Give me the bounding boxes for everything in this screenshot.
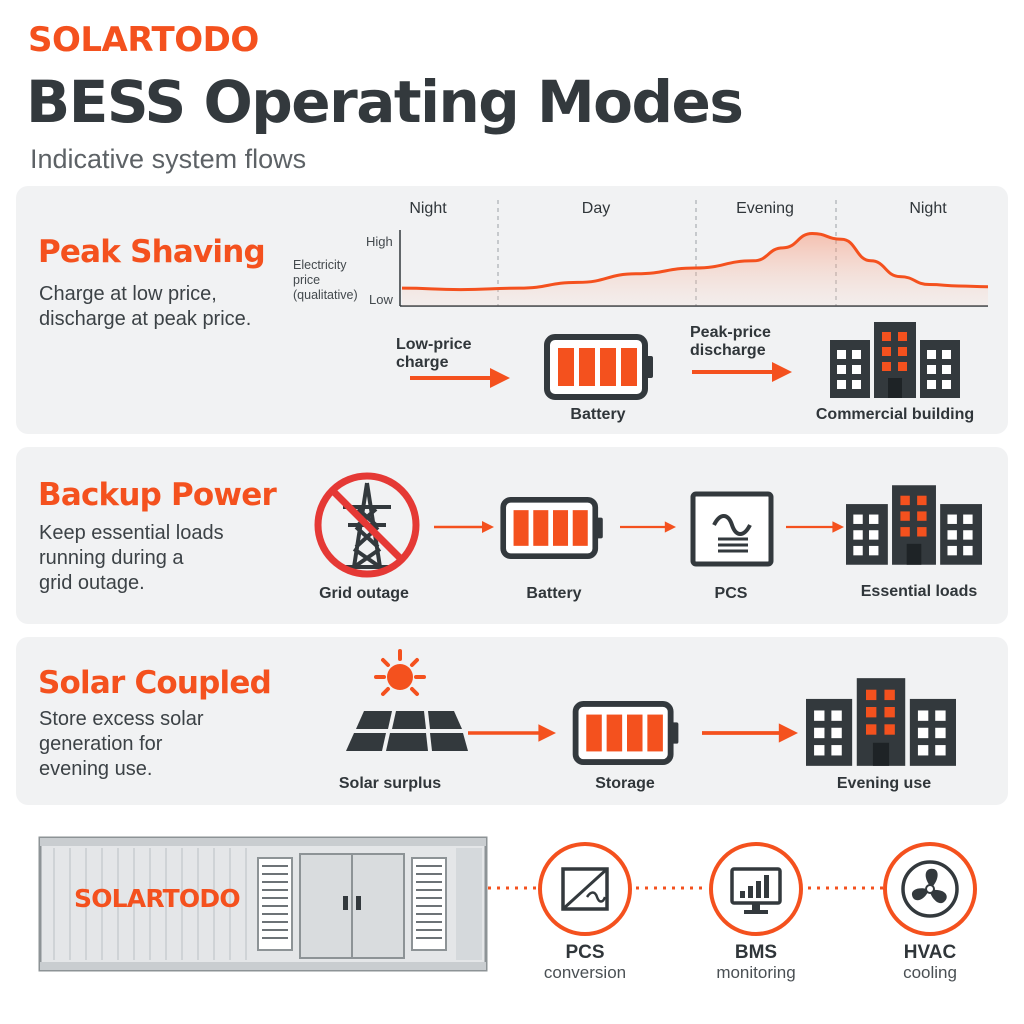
price-chart bbox=[399, 200, 989, 307]
step-storage: Storage bbox=[595, 775, 655, 792]
y-tick-low: Low bbox=[369, 292, 393, 307]
battery-icon bbox=[500, 497, 606, 559]
component-hvac-subtitle: cooling bbox=[903, 963, 957, 982]
page-subtitle: Indicative system flows bbox=[30, 144, 307, 174]
component-pcs-title: PCS bbox=[565, 942, 605, 963]
arrow-right-icon bbox=[468, 723, 556, 743]
period-evening: Evening bbox=[736, 200, 794, 217]
y-axis-title: Electricity price (qualitative) bbox=[293, 258, 358, 302]
battery-icon bbox=[572, 701, 682, 765]
solar-panel-icon bbox=[346, 649, 468, 751]
discharge-label: Peak-price discharge bbox=[690, 324, 771, 359]
step-evening-use: Evening use bbox=[836, 775, 932, 792]
step-solar-surplus: Solar surplus bbox=[338, 775, 442, 792]
monitor-icon bbox=[709, 842, 803, 936]
battery-label: Battery bbox=[570, 406, 626, 423]
arrow-right-icon bbox=[786, 519, 844, 535]
page-title: BESS Operating Modes bbox=[26, 68, 744, 136]
arrow-right-icon bbox=[394, 368, 526, 388]
fan-icon bbox=[883, 842, 977, 936]
step-essential-loads: Essential loads bbox=[860, 583, 978, 600]
period-night-1: Night bbox=[409, 200, 447, 217]
building-icon bbox=[846, 485, 982, 565]
peak-shaving-panel: Peak Shaving Charge at low price, discha… bbox=[16, 186, 1008, 434]
peak-shaving-title: Peak Shaving bbox=[38, 234, 266, 270]
backup-power-panel: Backup Power Keep essential loads runnin… bbox=[16, 447, 1008, 624]
component-pcs-subtitle: conversion bbox=[543, 963, 627, 982]
peak-shaving-description: Charge at low price, discharge at peak p… bbox=[39, 283, 252, 330]
brand-logo: SOLARTODO bbox=[28, 20, 259, 60]
step-grid-outage: Grid outage bbox=[319, 585, 409, 602]
bess-container-illustration bbox=[38, 836, 488, 972]
solar-coupled-description: Store excess solar generation for evenin… bbox=[39, 708, 204, 780]
charge-label: Low-price charge bbox=[396, 336, 472, 371]
dotted-connector bbox=[488, 886, 884, 890]
battery-icon bbox=[544, 334, 656, 400]
backup-power-description: Keep essential loads running during a gr… bbox=[39, 522, 224, 594]
building-icon bbox=[806, 678, 956, 766]
building-icon bbox=[830, 322, 960, 398]
component-bms-subtitle: monitoring bbox=[716, 963, 796, 982]
step-pcs: PCS bbox=[714, 585, 748, 602]
component-bms-title: BMS bbox=[734, 942, 778, 963]
price-area bbox=[402, 233, 988, 306]
period-night-2: Night bbox=[909, 200, 947, 217]
container-brand: SOLARTODO bbox=[74, 884, 241, 913]
solar-coupled-title: Solar Coupled bbox=[38, 665, 272, 701]
solar-coupled-panel: Solar Coupled Store excess solar generat… bbox=[16, 637, 1008, 805]
backup-power-title: Backup Power bbox=[38, 477, 277, 513]
arrow-right-icon bbox=[620, 519, 676, 535]
pcs-icon bbox=[690, 491, 774, 567]
y-tick-high: High bbox=[366, 234, 393, 249]
period-day: Day bbox=[581, 200, 611, 217]
component-hvac-title: HVAC bbox=[903, 942, 957, 963]
arrow-right-icon bbox=[702, 723, 798, 743]
step-battery: Battery bbox=[526, 585, 582, 602]
arrow-right-icon bbox=[434, 519, 494, 535]
price-line bbox=[401, 231, 989, 292]
grid-outage-icon bbox=[314, 472, 420, 578]
arrow-right-icon bbox=[678, 362, 806, 382]
pcs-icon bbox=[538, 842, 632, 936]
commercial-building-label: Commercial building bbox=[815, 406, 975, 423]
